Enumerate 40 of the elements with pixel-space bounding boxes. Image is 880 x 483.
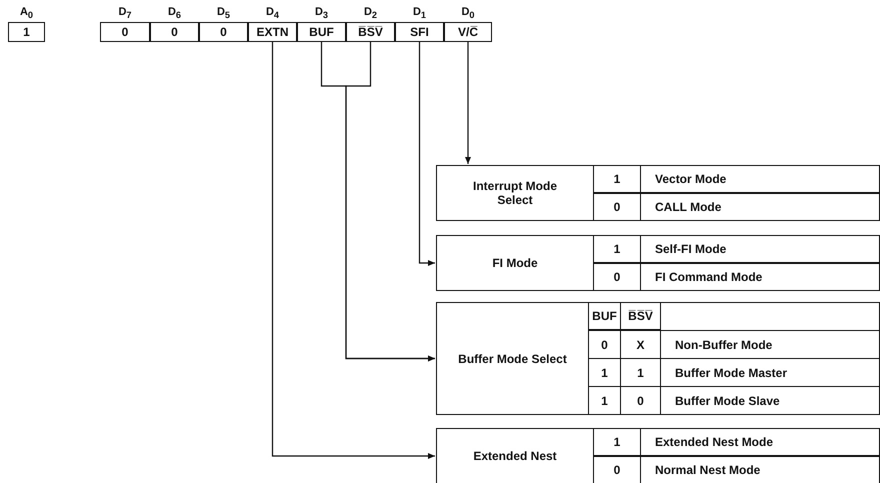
bit-label: D$_{5}$: [216, 6, 232, 20]
register-bit: 1: [8, 22, 45, 42]
register-bit: V/C̅: [444, 22, 492, 42]
bit-value: 1: [593, 235, 641, 263]
mode-name: FI Command Mode: [640, 263, 880, 291]
field-name: Extended Nest: [436, 428, 594, 483]
bit-label: D$_{4}$: [264, 6, 280, 20]
field-name: FI Mode: [436, 235, 594, 291]
arrow: [345, 42, 435, 362]
register-bit: 0: [199, 22, 248, 42]
column-header: B̅S̅V̅: [620, 302, 661, 330]
mode-name: Extended Nest Mode: [640, 428, 880, 456]
bit-value: 0: [593, 263, 641, 291]
bit-value: 0: [593, 193, 641, 221]
column-header: BUF: [588, 302, 621, 330]
bit-label: A$_{0}$: [18, 6, 34, 20]
bit-value: 1: [593, 165, 641, 193]
register-bit: 0: [150, 22, 199, 42]
bit-value: 1: [593, 428, 641, 456]
bit-label: D$_{7}$: [117, 6, 133, 20]
register-bit: BUF: [297, 22, 346, 42]
field-name: Buffer Mode Select: [436, 302, 589, 415]
bit-label: D$_{6}$: [166, 6, 182, 20]
mode-name: Buffer Mode Slave: [660, 386, 880, 415]
mode-name: Normal Nest Mode: [640, 456, 880, 483]
register-bit: 0: [100, 22, 150, 42]
bit-label: D$_{1}$: [412, 6, 428, 20]
bit-label: D$_{3}$: [314, 6, 330, 20]
register-bit: EXTN: [248, 22, 297, 42]
arrow: [272, 42, 435, 459]
mode-name: Vector Mode: [640, 165, 880, 193]
bit-label: D$_{2}$: [362, 6, 378, 20]
mode-name: CALL Mode: [640, 193, 880, 221]
bit-label: D$_{0}$: [460, 6, 476, 20]
arrow: [418, 42, 435, 266]
field-name: Interrupt Mode Select: [436, 165, 594, 221]
register-bit: B̅S̅V̅: [346, 22, 395, 42]
mode-name: Self-FI Mode: [640, 235, 880, 263]
register-bit: SFI: [395, 22, 444, 42]
arrow: [465, 42, 471, 164]
